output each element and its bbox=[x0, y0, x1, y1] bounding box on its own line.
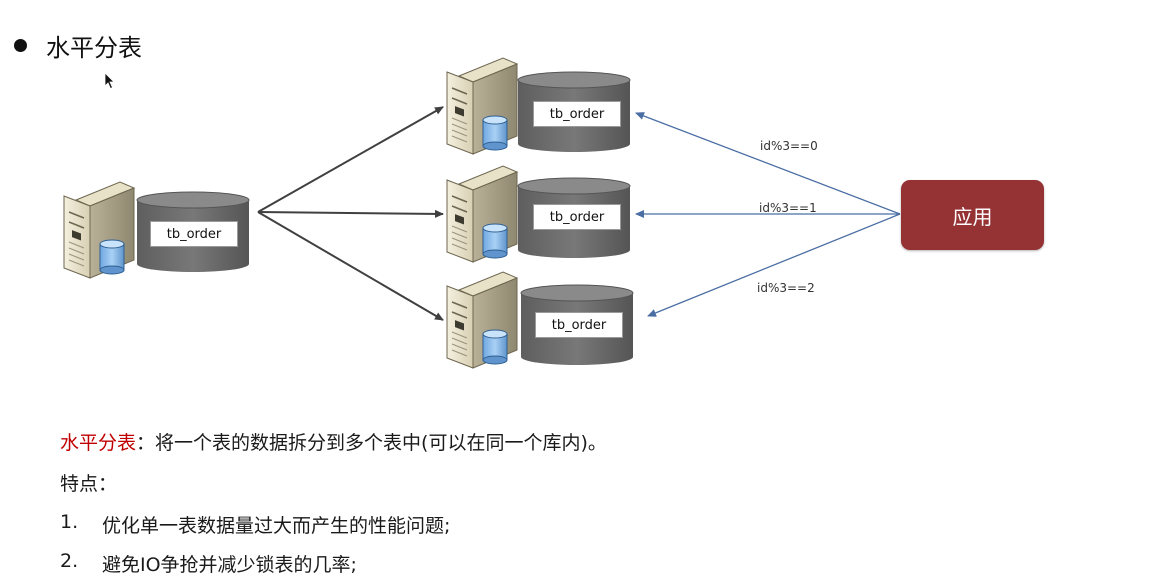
description-term: 水平分表 bbox=[60, 432, 137, 454]
feature-text: 避免IO争抢并减少锁表的几率; bbox=[102, 554, 357, 576]
shard-server-icon bbox=[446, 271, 518, 369]
shard-server-icon bbox=[446, 57, 518, 155]
route-condition: id%3==2 bbox=[757, 281, 815, 295]
split-arrow bbox=[257, 211, 444, 321]
feature-item: 2. 避免IO争抢并减少锁表的几率; bbox=[60, 550, 357, 577]
source-server-icon bbox=[63, 181, 135, 279]
description-text: 将一个表的数据拆分到多个表中(可以在同一个库内)。 bbox=[155, 432, 607, 454]
feature-text: 优化单一表数据量过大而产生的性能问题; bbox=[102, 515, 451, 537]
application-label: 应用 bbox=[952, 204, 993, 229]
description-colon: ： bbox=[136, 432, 156, 454]
feature-number: 1. bbox=[60, 511, 79, 533]
section-heading: 水平分表 bbox=[14, 28, 142, 62]
bullet-icon bbox=[14, 38, 27, 52]
description: 水平分表：将一个表的数据拆分到多个表中(可以在同一个库内)。 bbox=[60, 428, 607, 455]
features-title: 特点： bbox=[60, 473, 118, 495]
page-title: 水平分表 bbox=[46, 33, 142, 62]
application-box: 应用 bbox=[901, 180, 1044, 250]
source-table-label: tb_order bbox=[150, 221, 238, 247]
route-arrow bbox=[647, 213, 901, 317]
shard-server-icon bbox=[446, 165, 518, 263]
split-arrow bbox=[257, 209, 444, 218]
shard-table-label: tb_order bbox=[533, 101, 621, 127]
shard-table-label: tb_order bbox=[535, 312, 623, 338]
feature-number: 2. bbox=[60, 550, 79, 572]
route-condition: id%3==1 bbox=[759, 201, 817, 215]
route-condition: id%3==0 bbox=[760, 139, 818, 153]
feature-item: 1. 优化单一表数据量过大而产生的性能问题; bbox=[60, 511, 450, 538]
route-arrow bbox=[635, 112, 901, 215]
cursor-icon bbox=[104, 72, 115, 90]
split-arrow bbox=[257, 106, 444, 213]
shard-table-label: tb_order bbox=[533, 204, 621, 230]
